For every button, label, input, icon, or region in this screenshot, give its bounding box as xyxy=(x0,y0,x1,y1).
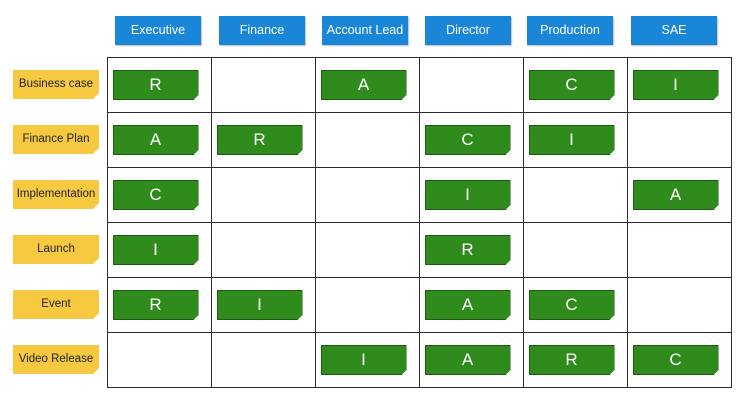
grid-cell: A xyxy=(627,167,732,223)
grid-cell: I xyxy=(627,57,732,113)
row-header-implementation: Implementation xyxy=(13,180,99,209)
grid-cell xyxy=(315,222,420,278)
grid-cell xyxy=(211,332,316,388)
raci-tag: A xyxy=(425,290,511,320)
grid-cell xyxy=(211,57,316,113)
grid-cell xyxy=(627,277,732,333)
grid-cell: A xyxy=(107,112,212,168)
raci-tag: I xyxy=(217,290,303,320)
grid-cell: A xyxy=(315,57,420,113)
grid-cell: C xyxy=(627,332,732,388)
column-header-executive: Executive xyxy=(115,16,201,45)
column-header-finance: Finance xyxy=(219,16,305,45)
row-header-business-case: Business case xyxy=(13,70,99,99)
raci-tag: A xyxy=(321,70,407,100)
grid-cell: I xyxy=(315,332,420,388)
raci-tag: I xyxy=(529,125,615,155)
grid-cell xyxy=(211,222,316,278)
row-header-event: Event xyxy=(13,290,99,319)
raci-tag: R xyxy=(113,290,199,320)
grid-cell xyxy=(627,112,732,168)
raci-tag: R xyxy=(529,345,615,375)
grid-cell: A xyxy=(419,332,524,388)
grid-cell xyxy=(523,167,628,223)
raci-tag: R xyxy=(113,70,199,100)
grid-cell: C xyxy=(107,167,212,223)
raci-tag: I xyxy=(321,345,407,375)
column-header-sae: SAE xyxy=(631,16,717,45)
grid-cell: R xyxy=(211,112,316,168)
grid-cell: R xyxy=(523,332,628,388)
grid-cell: C xyxy=(523,277,628,333)
raci-tag: C xyxy=(425,125,511,155)
grid-cell: I xyxy=(523,112,628,168)
grid-cell xyxy=(315,167,420,223)
raci-tag: A xyxy=(633,180,719,210)
grid-cell xyxy=(315,112,420,168)
grid-cell xyxy=(523,222,628,278)
row-header-video-release: Video Release xyxy=(13,345,99,374)
column-header-account-lead: Account Lead xyxy=(322,16,408,45)
raci-tag: I xyxy=(633,70,719,100)
grid-cell xyxy=(211,167,316,223)
raci-tag: A xyxy=(425,345,511,375)
column-header-director: Director xyxy=(425,16,511,45)
raci-tag: C xyxy=(633,345,719,375)
grid-cell: C xyxy=(419,112,524,168)
raci-tag: I xyxy=(113,235,199,265)
raci-tag: R xyxy=(425,235,511,265)
grid-cell: I xyxy=(107,222,212,278)
grid-cell: R xyxy=(419,222,524,278)
row-header-launch: Launch xyxy=(13,235,99,264)
grid-cell: I xyxy=(419,167,524,223)
raci-tag: I xyxy=(425,180,511,210)
raci-tag: A xyxy=(113,125,199,155)
raci-tag: C xyxy=(529,70,615,100)
grid-cell xyxy=(107,332,212,388)
grid-cell: R xyxy=(107,277,212,333)
raci-tag: C xyxy=(113,180,199,210)
grid-cell xyxy=(419,57,524,113)
grid-cell xyxy=(627,222,732,278)
column-header-production: Production xyxy=(527,16,613,45)
raci-tag: C xyxy=(529,290,615,320)
grid-cell: R xyxy=(107,57,212,113)
grid-cell xyxy=(315,277,420,333)
grid-cell: A xyxy=(419,277,524,333)
grid-cell: I xyxy=(211,277,316,333)
raci-tag: R xyxy=(217,125,303,155)
grid-cell: C xyxy=(523,57,628,113)
row-header-finance-plan: Finance Plan xyxy=(13,125,99,154)
